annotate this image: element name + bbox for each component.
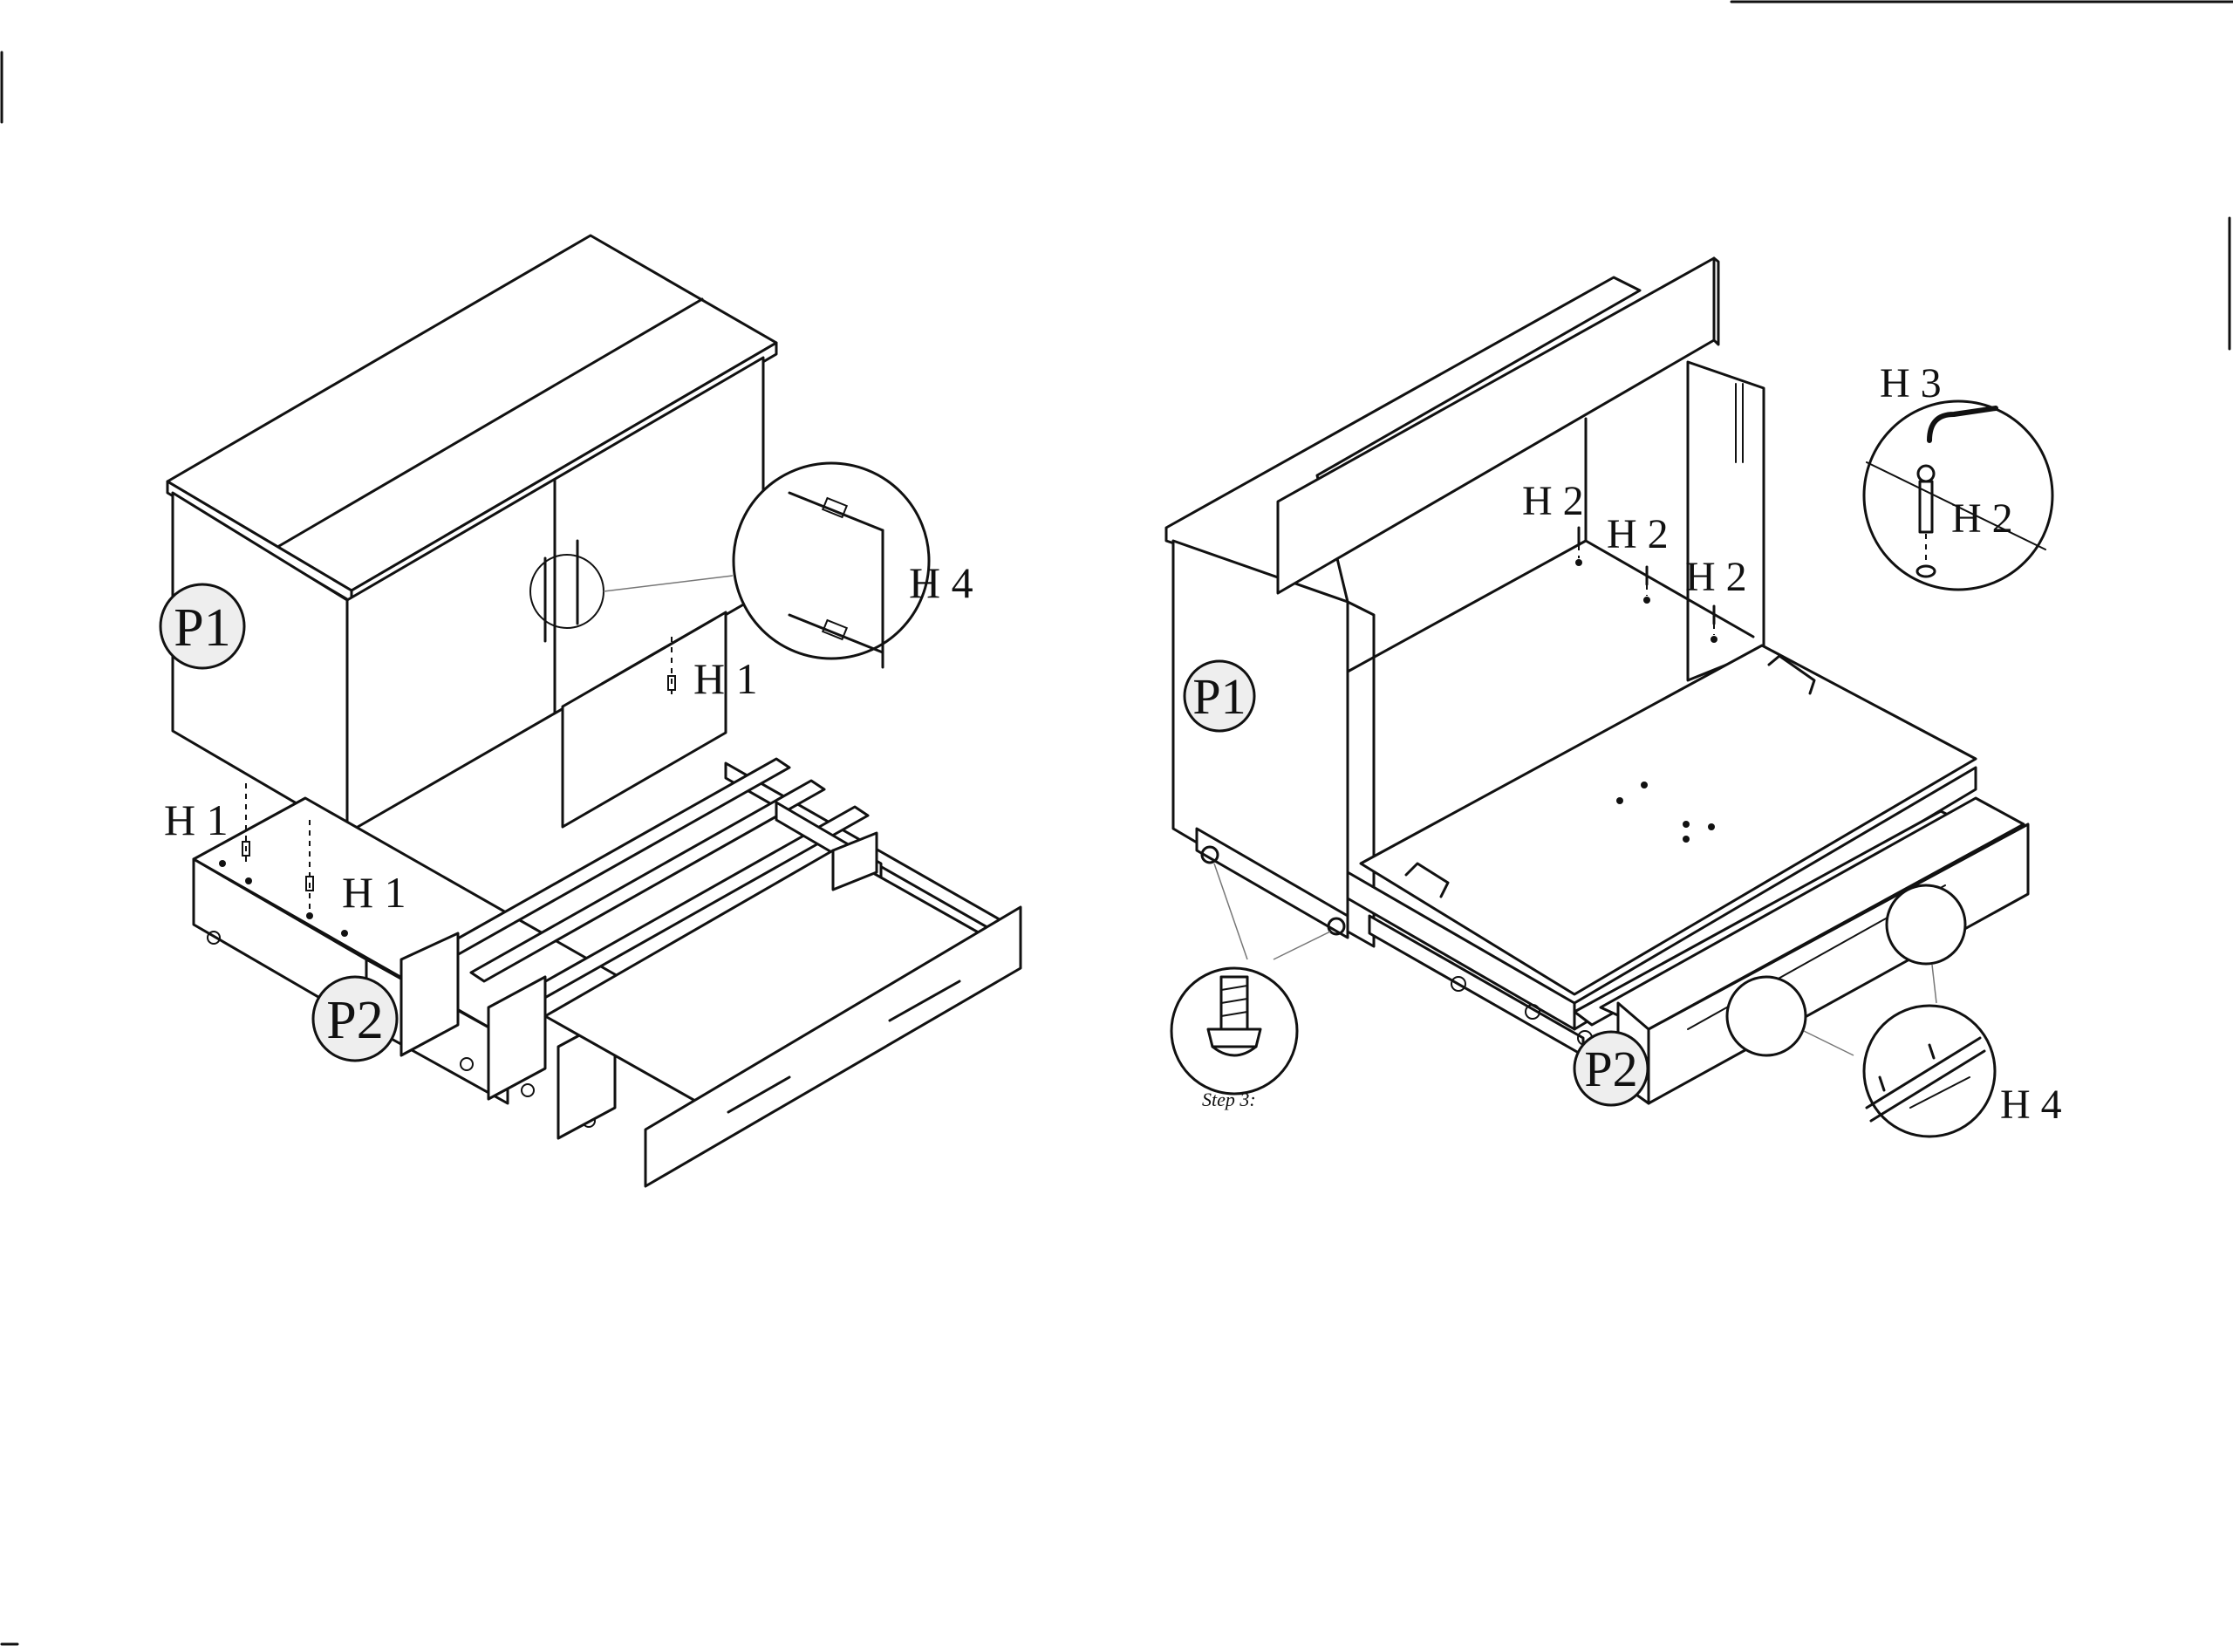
part-p1-label-left: P1 <box>174 598 230 658</box>
hex-key-icon <box>1866 406 2046 578</box>
drawer-rails-left <box>399 757 883 1140</box>
leg-mount-hole-front <box>1200 845 1219 864</box>
hardware-label-h2-b: H 2 <box>1607 511 1669 557</box>
handle-detail-contents-left <box>788 491 884 669</box>
part-p2-label-right: P2 <box>1584 1041 1637 1097</box>
handle-detail-callout-left <box>732 461 931 660</box>
drawer-handle-mark-left <box>1725 975 1807 1057</box>
part-p2-badge-right <box>1573 1030 1649 1107</box>
leg-detail-callout <box>1170 966 1299 1096</box>
drawer-handle-detail-contents <box>1865 1036 1986 1123</box>
drawer-handle-detail-callout <box>1862 1004 1997 1138</box>
leg-bolt-icon <box>1206 975 1262 1057</box>
part-p2-label-left: P2 <box>326 991 383 1050</box>
drawer-left <box>543 831 1022 1188</box>
part-p1-label-right: P1 <box>1192 668 1246 725</box>
hardware-label-h2-callout: H 2 <box>1951 495 2013 542</box>
left-assembly-figure: P1 P2 H 1 H 1 H 1 H 4 <box>159 234 1022 1188</box>
part-p1-badge-right <box>1183 659 1256 733</box>
hardware-label-h1-left: H 1 <box>164 795 229 844</box>
cabinet-p1-left <box>166 234 778 835</box>
hardware-label-h2-c: H 2 <box>1685 554 1747 600</box>
drawer-handle-mark-right <box>1885 884 1967 966</box>
h2-bolts <box>1575 526 1717 643</box>
hex-key-detail-callout <box>1862 399 2054 591</box>
hardware-label-h4-right: H 4 <box>2000 1082 2062 1128</box>
hardware-label-h3: H 3 <box>1880 360 1942 406</box>
hardware-label-h1-front: H 1 <box>342 868 406 917</box>
side-frame-right <box>1346 360 1765 682</box>
leg-mount-hole-back <box>1327 917 1346 936</box>
handle-callout-leader-left <box>603 575 734 592</box>
step-caption: Step 3: <box>1202 1089 1256 1110</box>
headboard-right <box>1276 256 1720 595</box>
hardware-label-h2-a: H 2 <box>1522 478 1584 524</box>
right-assembly-figure: Step 3: <box>1164 256 2062 1138</box>
part-p2-badge-left <box>311 975 399 1062</box>
hardware-label-h4-left: H 4 <box>909 558 973 607</box>
part-p1-badge-left <box>159 583 246 670</box>
hardware-label-h1-back: H 1 <box>693 654 758 703</box>
